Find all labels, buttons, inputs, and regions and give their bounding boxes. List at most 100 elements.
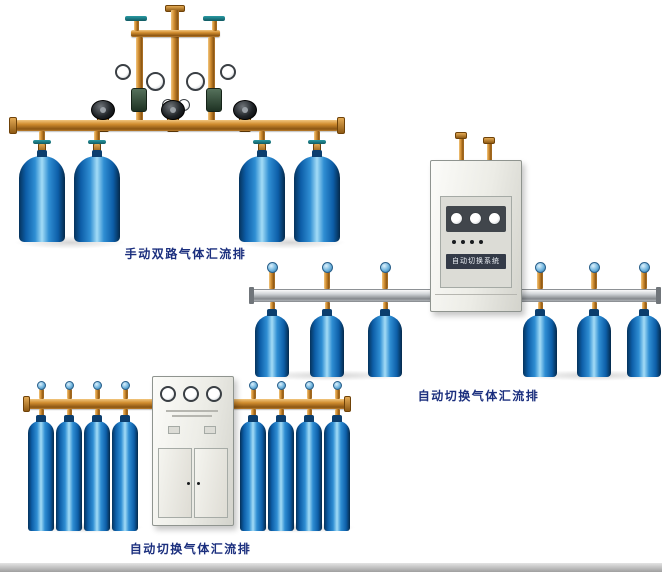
valve-knob <box>93 381 102 390</box>
pipe-end-cap <box>337 117 345 134</box>
handwheel-hub <box>170 107 176 113</box>
cabinet-top-pipe <box>459 138 464 161</box>
cylinder-neck <box>312 150 322 157</box>
drop-pipe <box>642 302 647 312</box>
valve-stem <box>335 389 340 399</box>
cylinder-neck <box>589 309 599 316</box>
cylinder-neck <box>322 309 332 316</box>
cylinder-neck <box>535 309 545 316</box>
cylinder-valve-handle <box>88 140 106 144</box>
valve-handwheel <box>233 100 257 120</box>
gas-cylinder <box>627 309 661 377</box>
panel-text-line <box>166 410 218 412</box>
product-caption-auto-bottom: 自动切换气体汇流排 <box>129 542 252 556</box>
valve-stem <box>641 271 647 289</box>
small-meter <box>168 426 180 434</box>
pressure-gauge <box>146 72 165 91</box>
pressure-gauge <box>450 212 463 225</box>
valve-stem <box>382 271 388 289</box>
gas-cylinder <box>19 150 65 242</box>
needle-valve-handle <box>125 16 147 21</box>
drop-pipe <box>314 131 320 144</box>
cylinder-valve-handle <box>308 140 326 144</box>
handwheel-hub <box>242 107 248 113</box>
indicator-light <box>452 240 456 244</box>
drop-pipe <box>251 409 256 418</box>
regulator-body-left <box>131 88 147 112</box>
valve-knob <box>37 381 46 390</box>
cylinder-neck <box>257 150 267 157</box>
valve-stem <box>324 271 330 289</box>
pressure-gauge <box>206 386 222 402</box>
valve-knob <box>305 381 314 390</box>
valve-knob <box>589 262 600 273</box>
gas-cylinder <box>74 150 120 242</box>
valve-stem <box>307 389 312 399</box>
valve-knob <box>380 262 391 273</box>
pressure-gauge <box>183 386 199 402</box>
valve-stem <box>251 389 256 399</box>
gas-cylinder <box>239 150 285 242</box>
indicator-light <box>479 240 483 244</box>
valve-stem <box>123 389 128 399</box>
valve-knob <box>322 262 333 273</box>
drop-pipe <box>270 302 275 312</box>
pressure-gauge <box>488 212 501 225</box>
product-caption-manual-dual: 手动双路气体汇流排 <box>124 247 247 261</box>
needle-valve-stem <box>134 20 139 31</box>
cylinder-neck <box>36 415 46 422</box>
cylinder-neck <box>92 415 102 422</box>
valve-knob <box>267 262 278 273</box>
drop-pipe <box>94 131 100 144</box>
pressure-gauge <box>160 386 176 402</box>
drop-pipe <box>592 302 597 312</box>
valve-stem <box>269 271 275 289</box>
cylinder-neck <box>267 309 277 316</box>
gas-cylinder <box>294 150 340 242</box>
cylinder-neck <box>37 150 47 157</box>
drop-pipe <box>95 409 100 418</box>
valve-stem <box>279 389 284 399</box>
pipe-end-cap <box>249 287 254 304</box>
door-handle <box>197 482 200 485</box>
drop-pipe <box>123 409 128 418</box>
cabinet-top-valve <box>455 132 467 139</box>
drop-pipe <box>307 409 312 418</box>
cabinet-nameplate: 自动切换系统 <box>446 254 506 269</box>
valve-handwheel <box>161 100 185 120</box>
riser-pipe <box>171 10 179 122</box>
drop-pipe <box>383 302 388 312</box>
cylinder-neck <box>304 415 314 422</box>
drop-pipe <box>39 409 44 418</box>
manifold-main-pipe <box>16 120 338 131</box>
pipe-end-cap <box>344 396 351 412</box>
valve-stem <box>537 271 543 289</box>
drop-pipe <box>259 131 265 144</box>
drop-pipe <box>39 131 45 144</box>
product-caption-auto-right: 自动切换气体汇流排 <box>417 389 540 403</box>
gas-cylinder <box>368 309 402 377</box>
gas-cylinder <box>296 415 322 531</box>
pressure-gauge <box>186 72 205 91</box>
cabinet-seam <box>435 294 517 295</box>
gas-cylinder <box>523 309 557 377</box>
valve-stem <box>39 389 44 399</box>
header-crossbar-pipe <box>131 30 220 37</box>
pipe-end-cap <box>656 287 661 304</box>
gas-cylinder <box>577 309 611 377</box>
panel-text-line <box>172 415 212 417</box>
needle-valve-handle <box>203 16 225 21</box>
branch-pipe-right <box>208 37 215 121</box>
valve-knob <box>65 381 74 390</box>
cylinder-neck <box>92 150 102 157</box>
valve-stem <box>591 271 597 289</box>
gas-cylinder <box>324 415 350 531</box>
bottom-divider <box>0 563 662 572</box>
gas-cylinder <box>112 415 138 531</box>
cylinder-neck <box>276 415 286 422</box>
valve-knob <box>249 381 258 390</box>
drop-pipe <box>67 409 72 418</box>
gas-cylinder <box>84 415 110 531</box>
indicator-light <box>470 240 474 244</box>
